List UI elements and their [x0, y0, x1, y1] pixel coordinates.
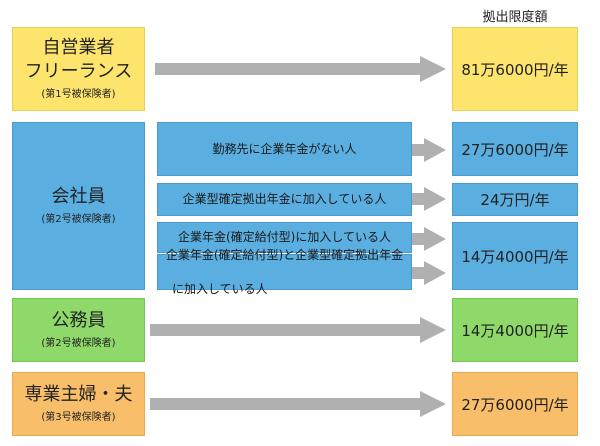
arrow-defined-benefit: [412, 227, 446, 251]
arrow-db-and-dc: [412, 261, 446, 285]
insured-type-label: (第2号被保険者): [41, 338, 116, 349]
limit-self-employed: 81万6000円/年: [452, 27, 578, 111]
insured-type-label: (第1号被保険者): [41, 89, 116, 100]
limit-homemaker: 27万6000円/年: [452, 372, 578, 436]
category-employee: 会社員 (第2号被保険者): [12, 122, 145, 290]
category-self-employed: 自営業者フリーランス (第1号被保険者): [12, 27, 145, 111]
category-title: 自営業者フリーランス: [24, 37, 133, 82]
limit-civil-servant: 14万4000円/年: [452, 298, 578, 362]
category-title: 会社員: [51, 186, 106, 207]
arrow-civil-servant: [150, 317, 446, 343]
insured-type-label: (第2号被保険者): [41, 214, 116, 225]
limit-no-corporate-pension: 27万6000円/年: [452, 122, 578, 176]
arrow-self-employed: [155, 56, 446, 82]
category-civil-servant: 公務員 (第2号被保険者): [12, 298, 145, 362]
limit-corporate-dc: 24万円/年: [452, 183, 578, 216]
limit-defined-benefit-shared: 14万4000円/年: [452, 222, 578, 290]
arrow-corporate-dc: [412, 187, 446, 211]
subcase-defined-benefit: 企業年金(確定給付型)に加入している人: [157, 222, 412, 253]
subcase-no-corporate-pension: 勤務先に企業年金がない人: [157, 122, 412, 176]
subcase-db-and-dc: 企業年金(確定給付型)と企業型確定拠出年金に加入している人: [157, 248, 412, 296]
arrow-homemaker: [150, 391, 446, 417]
limit-column-header: 拠出限度額: [482, 10, 548, 25]
insured-type-label: (第3号被保険者): [41, 412, 116, 423]
category-homemaker: 専業主婦・夫 (第3号被保険者): [12, 372, 145, 436]
category-title: 専業主婦・夫: [24, 384, 133, 405]
subcase-corporate-dc: 企業型確定拠出年金に加入している人: [157, 183, 412, 216]
arrow-no-corporate-pension: [412, 138, 446, 162]
category-title: 公務員: [51, 310, 106, 331]
